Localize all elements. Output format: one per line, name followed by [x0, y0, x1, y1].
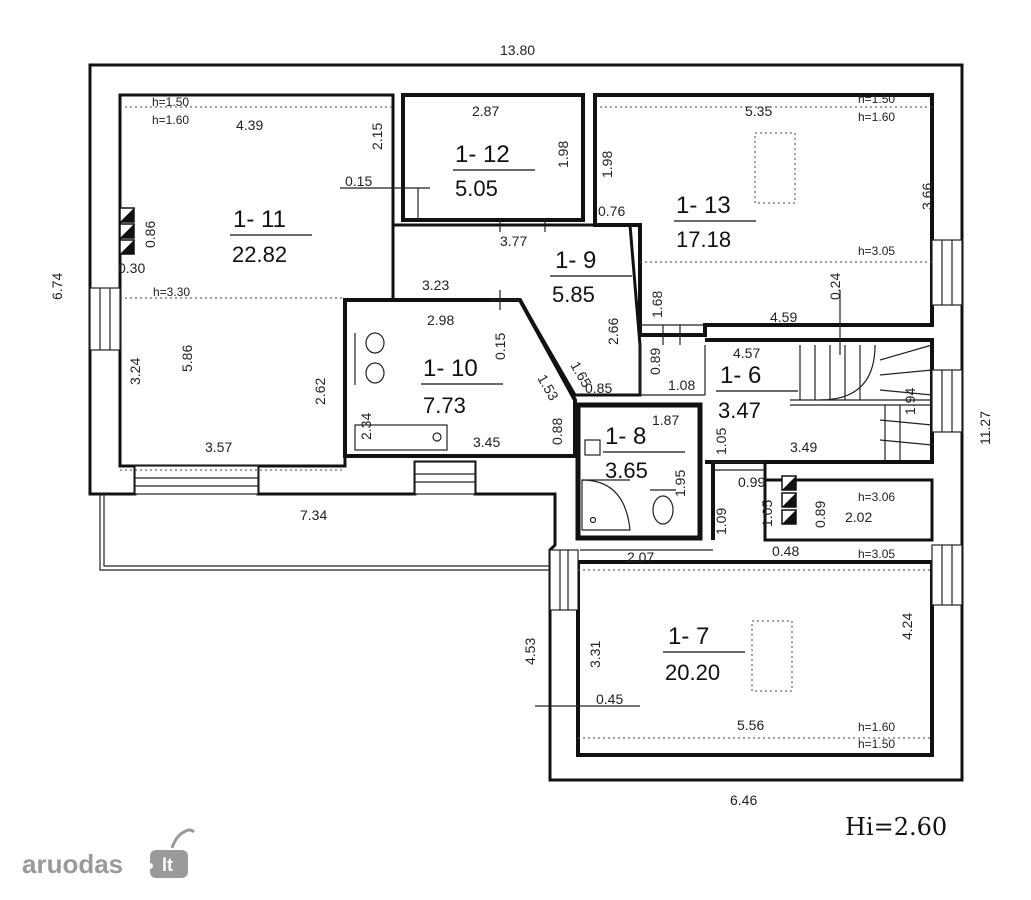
room-area-label: 3.47 [718, 398, 761, 423]
dimension-label: 6.74 [49, 273, 65, 300]
dimension-label: 0.30 [118, 260, 145, 276]
dimension-label: 1.68 [649, 291, 665, 318]
room-area-label: 5.85 [552, 282, 595, 307]
vent-icon [119, 207, 135, 255]
dimension-label: 0.99 [738, 474, 765, 490]
dimension-label: 0.15 [492, 333, 508, 360]
dimension-label: 0.89 [647, 348, 663, 375]
dimension-label: 1.94 [902, 388, 918, 415]
height-label: h=3.05 [858, 244, 895, 258]
slope-lines [120, 106, 932, 739]
room-area-label: 22.82 [232, 242, 287, 267]
dimension-label: 5.86 [179, 345, 195, 372]
dimension-label: 2.66 [605, 318, 621, 345]
dimension-label: 2.07 [627, 549, 654, 565]
staircase [790, 344, 933, 460]
dimension-label: 0.24 [827, 273, 843, 300]
dimension-label: 0.85 [585, 380, 612, 396]
height-label: h=3.05 [858, 547, 895, 561]
dimension-label: 7.34 [300, 507, 327, 523]
dimension-label: 4.24 [899, 613, 915, 640]
dimension-label: 0.89 [812, 501, 828, 528]
dimension-label: 1.98 [599, 151, 615, 178]
dimension-label: 0.48 [772, 543, 799, 559]
dimension-label: 2.62 [312, 378, 328, 405]
dimension-label: 2.02 [845, 509, 872, 525]
watermark-logo: aruodas lt [22, 828, 196, 879]
room-area-label: 20.20 [665, 660, 720, 685]
dimension-label: 11.27 [977, 411, 993, 445]
dimension-label: 2.87 [472, 103, 499, 119]
height-label: h=1.50 [858, 92, 895, 106]
room-id-label: 1- 11 [233, 206, 286, 233]
dimension-label: 2.34 [358, 413, 374, 440]
dimension-label: 0.15 [345, 173, 372, 189]
room-id-label: 1- 13 [676, 192, 731, 219]
height-labels: h=1.50 h=1.60 h=3.30 h=1.50 h=1.60 h=3.05 h=3.… [152, 92, 895, 751]
room-id-label: 1- 10 [423, 355, 478, 382]
dimension-label: 5.35 [745, 103, 772, 119]
balcony-outline [99, 494, 550, 571]
height-label: h=1.60 [152, 113, 189, 127]
dimension-label: 0.86 [142, 221, 158, 248]
room-id-label: 1- 7 [668, 623, 709, 650]
dimension-label: 1.95 [672, 470, 688, 497]
dimension-label: 3.57 [205, 439, 232, 455]
windows [89, 239, 963, 611]
room-area-label: 5.05 [455, 176, 498, 201]
dimension-label: 3.24 [127, 358, 143, 385]
room-id-label: 1- 6 [720, 362, 761, 389]
height-label: h=1.50 [152, 95, 189, 109]
dimension-label: 1.09 [713, 508, 729, 535]
dimension-label: 1.87 [652, 412, 679, 428]
dimension-label: 3.31 [587, 641, 603, 668]
dimension-label: 13.80 [500, 42, 535, 58]
room-id-label: 1- 12 [455, 141, 510, 168]
dimension-label: 1.98 [555, 141, 571, 168]
watermark-text: aruodas [22, 849, 123, 879]
room-area-label: 7.73 [423, 393, 466, 418]
dimension-label: 3.77 [500, 233, 527, 249]
height-label: h=1.60 [858, 110, 895, 124]
leader-lines [340, 187, 841, 707]
ceiling-height-label: Hi=2.60 [845, 813, 947, 841]
skylight-icon [751, 620, 793, 692]
dimension-label: 4.57 [733, 345, 760, 361]
dimension-label: 1.05 [713, 428, 729, 455]
skylight-icon [754, 132, 796, 204]
dimension-label: 0.76 [598, 203, 625, 219]
dimension-label: 1.05 [759, 500, 775, 527]
bathroom-fixtures [354, 332, 676, 531]
vent-icon [781, 475, 797, 525]
dimension-label: 2.98 [427, 312, 454, 328]
room-labels: 1- 11 22.82 1- 12 5.05 1- 13 17.18 1- 9 5.85 1- … [230, 141, 798, 685]
dimension-label: 1.08 [668, 377, 695, 393]
height-label: h=3.30 [153, 285, 190, 299]
dimension-labels: 13.80 6.74 11.27 7.34 6.46 4.39 2.15 0.15 0.86 0.… [49, 42, 993, 808]
room-area-label: 17.18 [676, 227, 731, 252]
dimension-label: 4.53 [522, 638, 538, 665]
dimension-label: 6.46 [730, 792, 757, 808]
dimension-label: 3.23 [422, 277, 449, 293]
dimension-label: 3.66 [919, 183, 935, 210]
dimension-label: 5.56 [737, 717, 764, 733]
dimension-label: 3.45 [473, 434, 500, 450]
height-label: h=1.60 [858, 720, 895, 734]
dimension-label: 4.59 [770, 309, 797, 325]
watermark-suffix: lt [162, 855, 173, 875]
height-label: h=1.50 [858, 737, 895, 751]
doors [490, 218, 765, 551]
outer-walls [88, 63, 964, 782]
room-id-label: 1- 9 [555, 247, 596, 274]
dimension-label: 3.49 [790, 439, 817, 455]
height-label: h=3.06 [858, 490, 895, 504]
dimension-label: 2.15 [369, 123, 385, 150]
room-area-label: 3.65 [605, 458, 648, 483]
dimension-label: 0.45 [596, 691, 623, 707]
room-id-label: 1- 8 [605, 423, 646, 450]
dimension-label: 4.39 [236, 117, 263, 133]
dimension-label: 0.88 [549, 418, 565, 445]
